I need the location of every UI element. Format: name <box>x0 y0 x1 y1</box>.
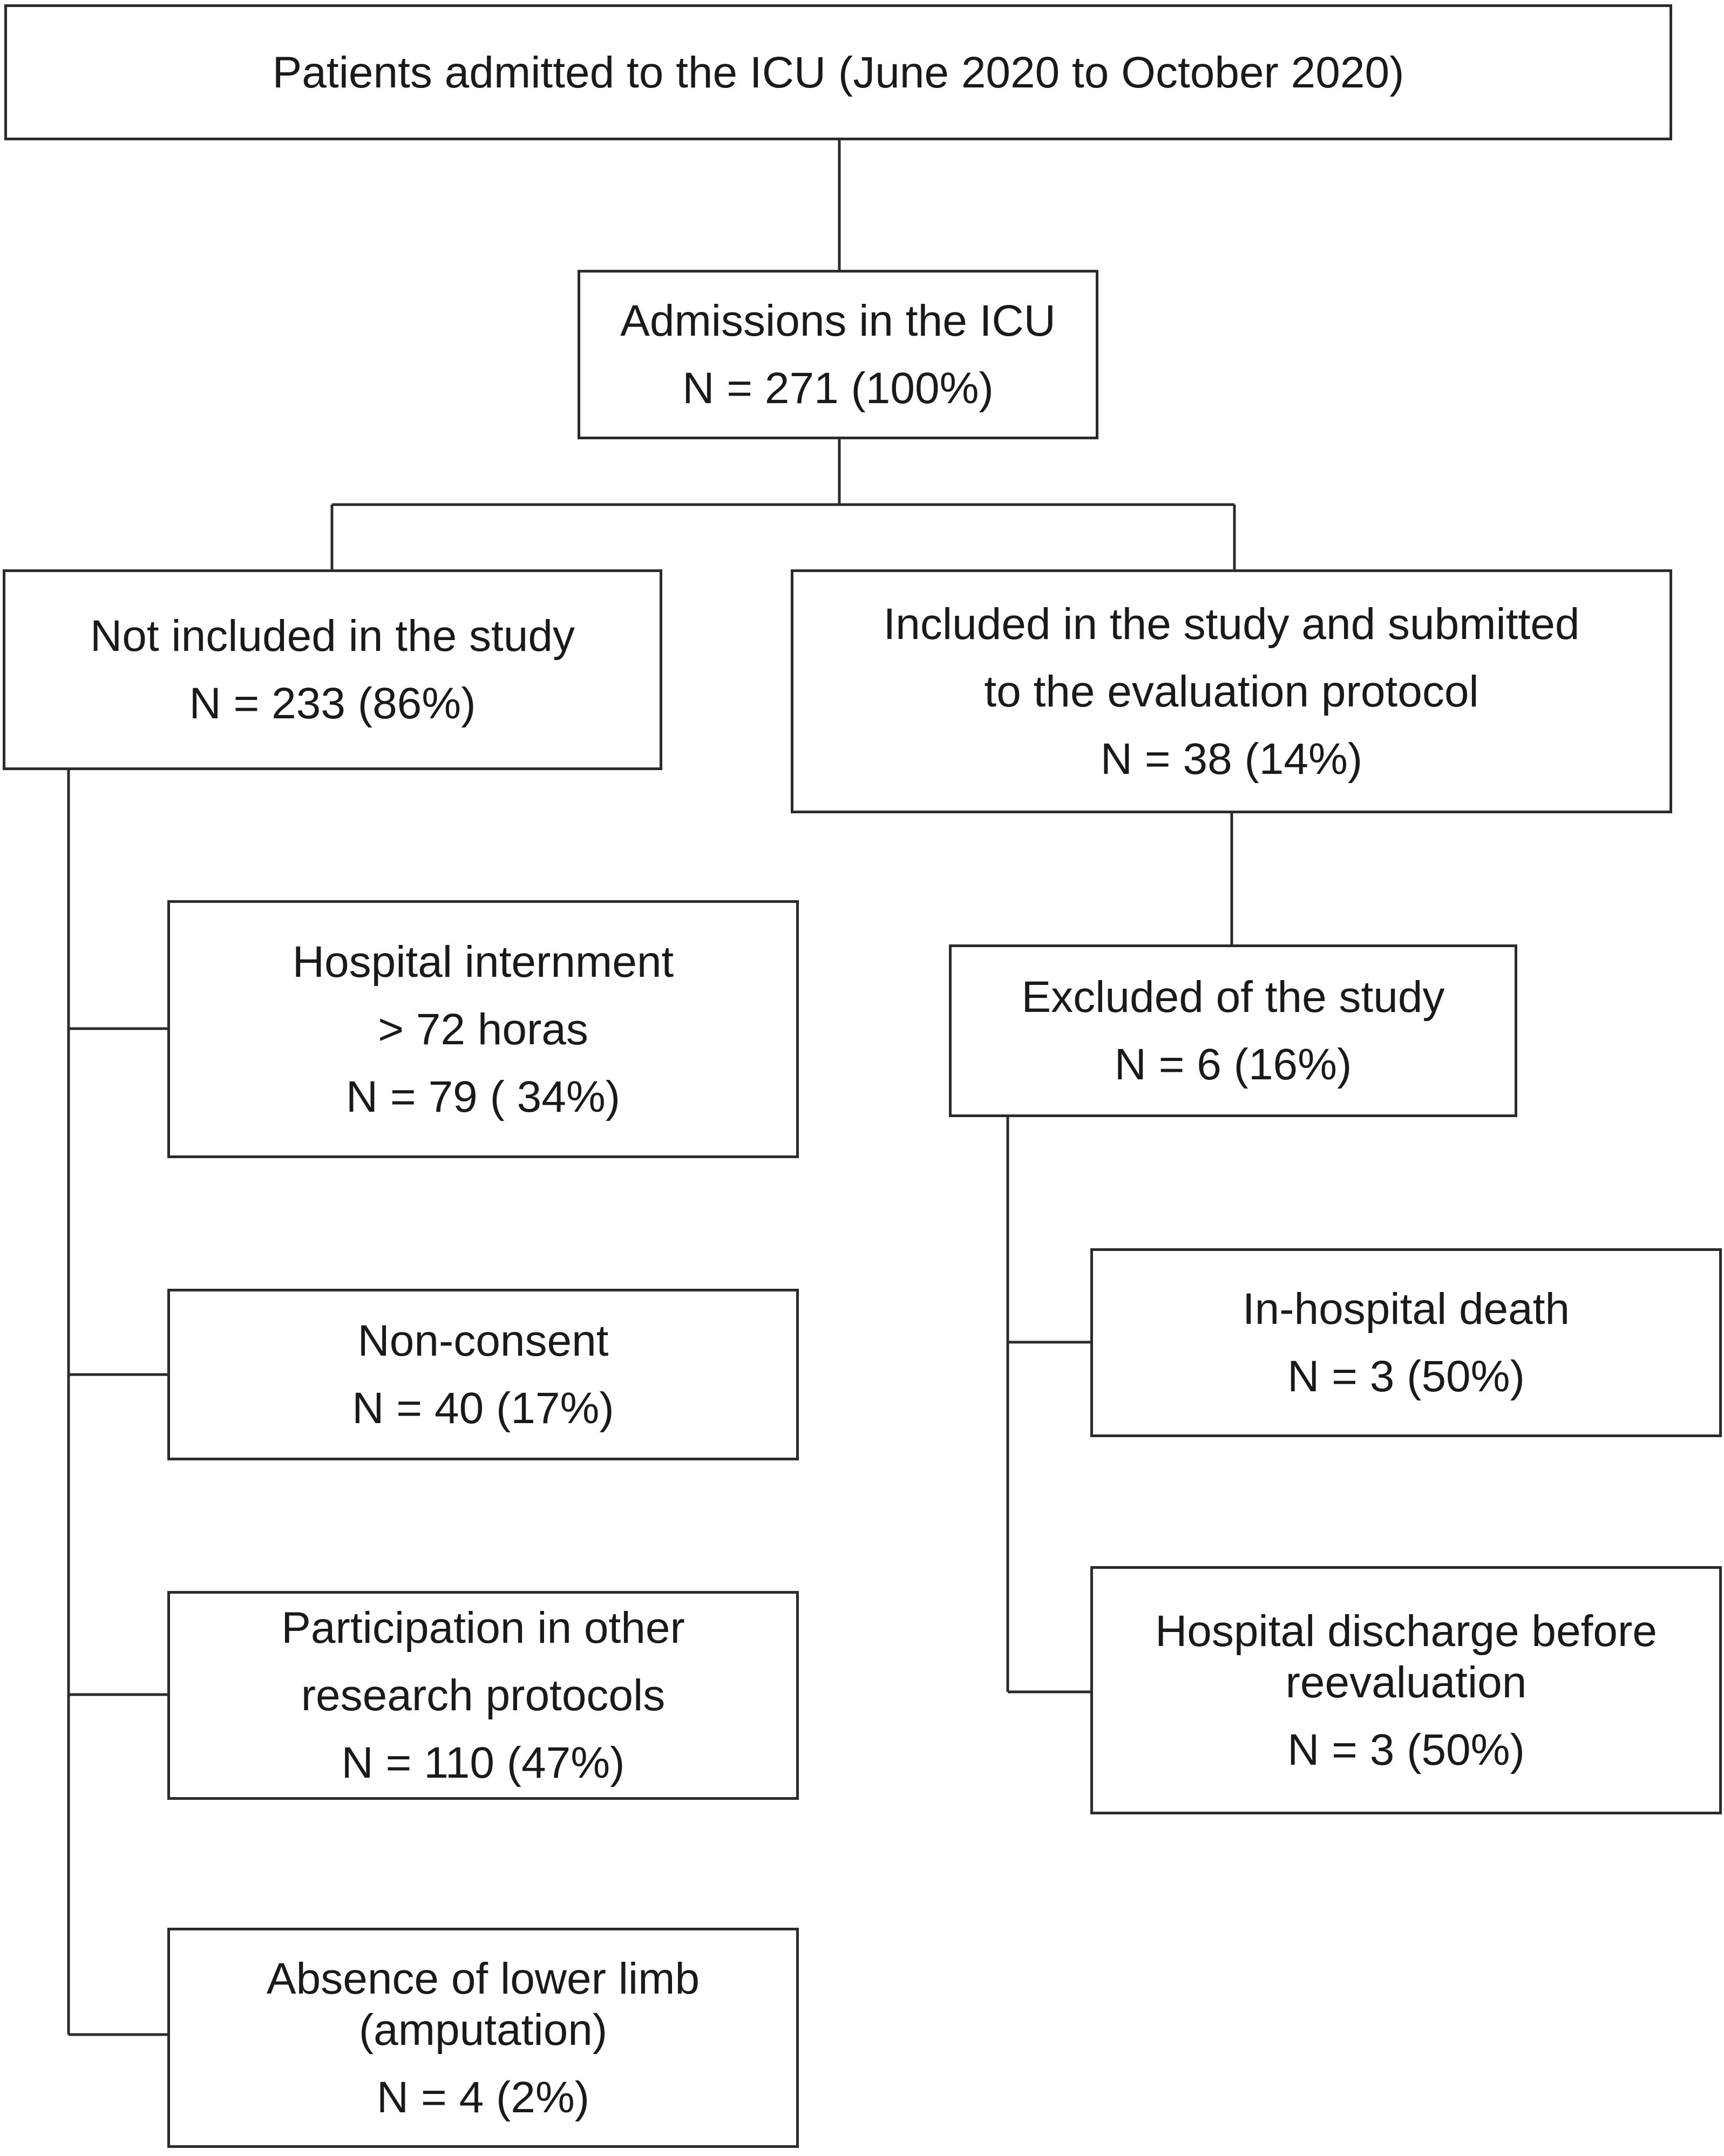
box-text: Admissions in the ICU <box>620 296 1056 345</box>
box-count: N = 110 (47%) <box>341 1738 625 1787</box>
box-text: Included in the study and submitted <box>883 599 1580 649</box>
box-text: Patients admitted to the ICU (June 2020 … <box>272 47 1404 97</box>
box-text: Non-consent <box>357 1316 609 1365</box>
box-other-protocols: Participation in other research protocol… <box>167 1591 799 1800</box>
box-count: N = 79 ( 34%) <box>345 1072 621 1121</box>
box-hospital-internment: Hospital internment > 72 horas N = 79 ( … <box>167 900 799 1158</box>
box-non-consent: Non-consent N = 40 (17%) <box>167 1289 799 1460</box>
box-count: N = 233 (86%) <box>189 679 476 728</box>
box-text: Hospital discharge before <box>1155 1606 1657 1656</box>
box-count: N = 38 (14%) <box>1100 734 1363 784</box>
box-count: N = 6 (16%) <box>1114 1040 1352 1089</box>
box-count: N = 3 (50%) <box>1287 1352 1525 1401</box>
box-hospital-discharge: Hospital discharge before reevaluation N… <box>1090 1566 1722 1814</box>
box-text: Participation in other <box>281 1603 685 1652</box>
box-text: Not included in the study <box>90 611 575 661</box>
box-not-included: Not included in the study N = 233 (86%) <box>3 569 662 770</box>
box-amputation: Absence of lower limb (amputation) N = 4… <box>167 1928 799 2148</box>
box-text: > 72 horas <box>378 1004 588 1054</box>
box-included: Included in the study and submitted to t… <box>791 569 1672 813</box>
box-admissions: Admissions in the ICU N = 271 (100%) <box>578 270 1098 439</box>
box-text: In-hospital death <box>1242 1284 1570 1334</box>
box-text: research protocols <box>301 1671 666 1720</box>
box-patients-admitted: Patients admitted to the ICU (June 2020 … <box>4 4 1672 140</box>
box-count: N = 271 (100%) <box>682 364 994 413</box>
box-text: Excluded of the study <box>1021 972 1445 1022</box>
box-count: N = 40 (17%) <box>352 1384 614 1433</box>
box-text: Hospital internment <box>292 937 674 987</box>
box-text: to the evaluation protocol <box>984 666 1479 716</box>
box-count: N = 4 (2%) <box>376 2072 590 2122</box>
box-text: (amputation) <box>358 2005 608 2055</box>
box-count: N = 3 (50%) <box>1287 1725 1525 1774</box>
box-excluded: Excluded of the study N = 6 (16%) <box>949 944 1517 1117</box>
box-text: reevaluation <box>1285 1657 1527 1707</box>
box-text: Absence of lower limb <box>266 1954 700 2003</box>
box-in-hospital-death: In-hospital death N = 3 (50%) <box>1090 1248 1722 1437</box>
